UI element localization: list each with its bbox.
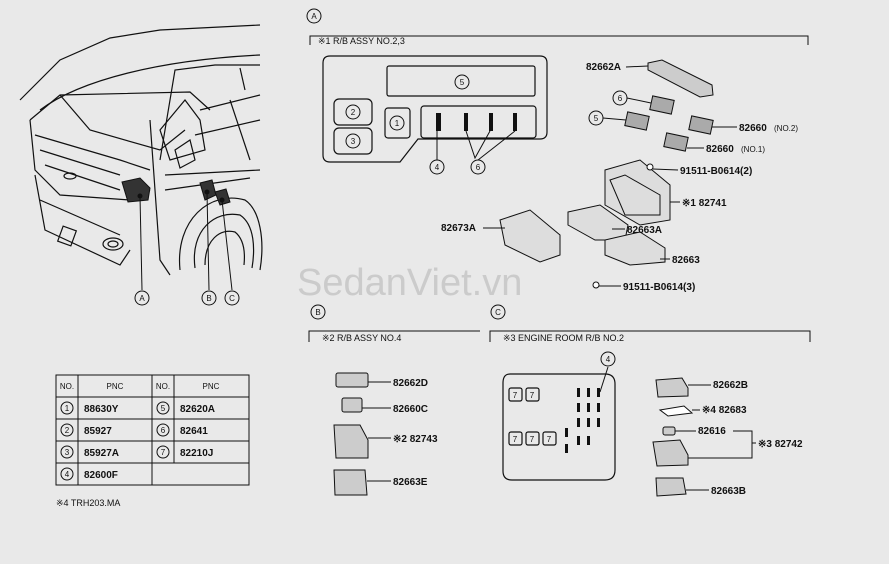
- section-a-labels: 82662A 6 5 82660 (NO.2) 82660 (NO.1) 915…: [441, 62, 798, 293]
- engine-room-relay-digits: 7 7 7 7 7: [513, 391, 552, 444]
- label-82662d: 82662D: [393, 378, 428, 389]
- table-cell-pnc: 82600F: [84, 470, 118, 481]
- table-cell-pnc: 82620A: [180, 404, 215, 415]
- section-a-marker: [306, 8, 322, 24]
- svg-text:C: C: [229, 294, 235, 303]
- svg-text:7: 7: [547, 435, 552, 444]
- callout-leaders: [137, 189, 233, 291]
- watermark: SedanViet.vn: [297, 262, 522, 304]
- label-5: 5: [594, 114, 599, 123]
- section-a-marker-label: A: [311, 12, 317, 21]
- svg-text:6: 6: [161, 426, 166, 435]
- svg-text:B: B: [206, 294, 211, 303]
- table-cell-pnc: 85927: [84, 426, 112, 437]
- fuse-panel-numbers: 5 2 3 1 4 6: [345, 74, 516, 175]
- table-header-no-right: NO.: [156, 382, 170, 391]
- label-82683: ※4 82683: [702, 405, 747, 416]
- section-a-header: ※1 R/B ASSY NO.2,3: [318, 36, 405, 46]
- svg-text:7: 7: [530, 391, 535, 400]
- svg-text:1: 1: [395, 119, 400, 128]
- svg-text:5: 5: [460, 78, 465, 87]
- svg-text:7: 7: [513, 435, 518, 444]
- table-cell-pnc: 88630Y: [84, 404, 119, 415]
- section-b-parts-drawings: [333, 372, 369, 496]
- label-82663b: 82663B: [711, 486, 746, 497]
- label-82660-no1-note: (NO.1): [741, 145, 765, 154]
- table-cell-pnc: 82641: [180, 426, 208, 437]
- label-82673a: 82673A: [441, 223, 476, 234]
- label-82741: ※1 82741: [682, 198, 727, 209]
- svg-text:4: 4: [65, 470, 70, 479]
- svg-text:4: 4: [435, 163, 440, 172]
- svg-text:7: 7: [161, 448, 166, 457]
- section-c: C ※3 ENGINE ROOM R/B NO.2 7 7 7 7 7 4: [489, 304, 811, 497]
- label-82743: ※2 82743: [393, 434, 438, 445]
- table-header-pnc-right: PNC: [203, 382, 220, 391]
- label-82663a: 82663A: [627, 225, 662, 236]
- fuse-panel-slots: [436, 113, 517, 131]
- pnc-table: NO. PNC NO. PNC 1 88630Y 2 85927 3 85927…: [55, 374, 250, 486]
- label-82662b: 82662B: [713, 380, 748, 391]
- table-rows-left: 1 88630Y 2 85927 3 85927A 4 82600F: [60, 401, 119, 481]
- table-header-no-left: NO.: [60, 382, 74, 391]
- table-rows-right: 5 82620A 6 82641 7 82210J: [156, 401, 215, 459]
- label-91511-b0614-2: 91511-B0614(2): [680, 166, 752, 177]
- section-c-num-4: 4: [606, 355, 611, 364]
- svg-text:2: 2: [351, 108, 356, 117]
- section-c-marker: C: [495, 308, 501, 317]
- section-b-marker: B: [315, 308, 320, 317]
- svg-text:7: 7: [513, 391, 518, 400]
- svg-text:A: A: [139, 294, 145, 303]
- label-82660-no1: 82660: [706, 144, 734, 155]
- svg-text:5: 5: [161, 404, 166, 413]
- svg-text:7: 7: [530, 435, 535, 444]
- label-82660-no2: 82660: [739, 123, 767, 134]
- svg-text:6: 6: [476, 163, 481, 172]
- label-82663: 82663: [672, 255, 700, 266]
- label-91511-b0614-3: 91511-B0614(3): [623, 282, 695, 293]
- section-b-header: ※2 R/B ASSY NO.4: [322, 333, 401, 343]
- section-c-parts-drawings: [652, 377, 694, 497]
- label-82742: ※3 82742: [758, 439, 803, 450]
- label-82616: 82616: [698, 426, 726, 437]
- label-6: 6: [618, 94, 623, 103]
- svg-text:2: 2: [65, 426, 70, 435]
- svg-text:1: 1: [65, 404, 70, 413]
- table-cell-pnc: 85927A: [84, 448, 119, 459]
- section-a-bracket: [309, 35, 809, 45]
- label-82660-no2-note: (NO.2): [774, 124, 798, 133]
- section-b: B ※2 R/B ASSY NO.4 82662D 82660C ※2 8274…: [308, 304, 480, 496]
- label-82663e: 82663E: [393, 477, 428, 488]
- table-header-pnc-left: PNC: [107, 382, 124, 391]
- label-82660c: 82660C: [393, 404, 428, 415]
- engine-room-fuse-panel: [502, 373, 616, 481]
- table-cell-pnc: 82210J: [180, 448, 213, 459]
- callout-b[interactable]: B: [201, 290, 217, 306]
- label-82662a: 82662A: [586, 62, 621, 73]
- section-b-labels: 82662D 82660C ※2 82743 82663E: [362, 378, 438, 488]
- callout-a[interactable]: A: [134, 290, 150, 306]
- svg-text:3: 3: [351, 137, 356, 146]
- fuse-panel: [322, 55, 548, 163]
- footnote: ※4 TRH203.MA: [56, 498, 120, 508]
- vehicle-illustration: [19, 24, 263, 276]
- section-a-parts-drawings: [499, 59, 714, 289]
- section-c-header: ※3 ENGINE ROOM R/B NO.2: [503, 333, 624, 343]
- vehicle-relay-blocks: [121, 177, 231, 206]
- section-a: A ※1 R/B ASSY NO.2,3 5 2 3 1: [306, 8, 809, 293]
- callout-c[interactable]: C: [224, 290, 240, 306]
- svg-text:3: 3: [65, 448, 70, 457]
- section-c-labels: 82662B ※4 82683 82616 ※3 82742 82663B: [675, 380, 803, 497]
- engine-room-fuse-slots: [565, 388, 600, 453]
